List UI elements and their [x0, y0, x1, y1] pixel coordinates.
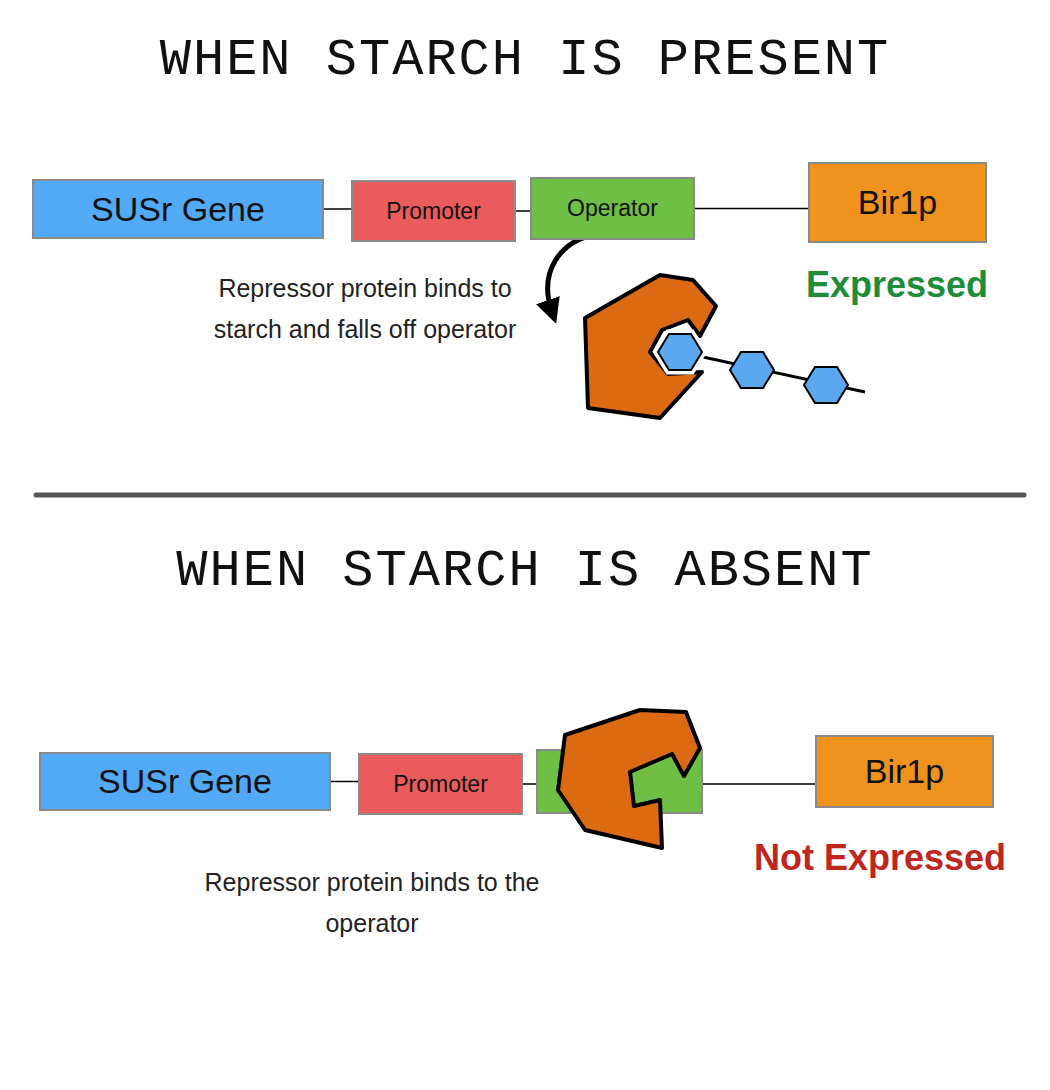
region-label: SUSr Gene [91, 190, 265, 229]
annotation-note: Repressor protein binds to the operator [202, 862, 542, 944]
gene-region-box: Bir1p [808, 162, 987, 243]
section-heading: WHEN STARCH IS ABSENT [0, 541, 1050, 603]
release-arrow [548, 234, 598, 312]
gene-region-box: Promoter [351, 180, 516, 242]
region-label: Promoter [386, 198, 481, 225]
dna-line [695, 208, 808, 210]
region-label: Bir1p [865, 752, 944, 791]
dna-line [523, 783, 537, 785]
dna-line [516, 210, 530, 212]
annotation-note: Repressor protein binds to starch and fa… [195, 268, 535, 350]
gene-region-box: SUSr Gene [32, 179, 324, 239]
repressor-protein [585, 275, 716, 418]
dna-line [324, 208, 351, 210]
divider [36, 493, 1024, 498]
gene-region-box: Promoter [358, 753, 523, 815]
region-label: SUSr Gene [98, 762, 272, 801]
status-label: Expressed [767, 262, 1027, 308]
repressor-protein [558, 710, 700, 848]
section-heading: WHEN STARCH IS PRESENT [0, 30, 1050, 92]
gene-region-box: SUSr Gene [39, 752, 331, 811]
dna-line [331, 781, 358, 783]
gene-region-box: Operator [530, 177, 695, 240]
region-label: Promoter [393, 771, 488, 798]
starch-chain [658, 334, 848, 403]
status-label: Not Expressed [715, 835, 1045, 881]
dna-line [702, 783, 815, 785]
region-label: Bir1p [858, 183, 937, 222]
gene-region-box: Bir1p [815, 735, 994, 808]
region-label: Operator [567, 195, 658, 222]
